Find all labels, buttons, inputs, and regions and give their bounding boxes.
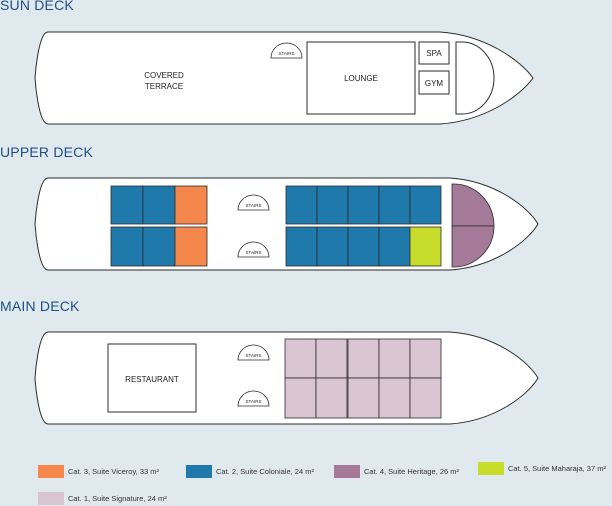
main-stairs-bottom: STAIRS (237, 390, 270, 407)
main-stairs-top: STAIRS (237, 344, 270, 361)
legend-swatch-coloniale (186, 464, 212, 478)
legend-item-signature: Cat. 1, Suite Signature, 24 m² (38, 491, 167, 505)
cabin-main-1-4[interactable] (409, 377, 442, 419)
sun-deck: COVERED TERRACE STAIRS LOUNGE SPA GYM (34, 31, 534, 125)
covered-terrace-label-2: TERRACE (145, 82, 183, 91)
covered-terrace-label-1: COVERED (144, 71, 184, 80)
cabin-upper-right-1-3[interactable] (378, 226, 411, 267)
upper-stairs-bottom-label: STAIRS (246, 250, 262, 255)
bow-area (455, 41, 495, 115)
cabin-upper-right-0-4[interactable] (409, 185, 442, 225)
cabin-heritage-bottom[interactable] (451, 225, 495, 268)
lounge-room (306, 41, 416, 115)
cabin-upper-left-0-1[interactable] (142, 185, 176, 225)
legend-item-heritage: Cat. 4, Suite Heritage, 26 m² (334, 464, 459, 478)
cabin-upper-left-0-2[interactable] (174, 185, 208, 225)
upper-stairs-top-label: STAIRS (246, 203, 262, 208)
cabin-upper-right-0-2[interactable] (347, 185, 380, 225)
cabin-main-1-1[interactable] (315, 377, 348, 419)
cabin-main-1-2[interactable] (347, 377, 380, 419)
cabin-upper-right-1-0[interactable] (285, 226, 318, 267)
spa-label: SPA (426, 49, 442, 58)
upper-deck: STAIRS STAIRS (34, 177, 539, 271)
cabin-upper-right-1-4[interactable] (409, 226, 442, 267)
legend-item-viceroy: Cat. 3, Suite Viceroy, 33 m² (38, 464, 159, 478)
legend-label-signature: Cat. 1, Suite Signature, 24 m² (68, 493, 167, 503)
restaurant-room (107, 343, 197, 413)
lounge-label: LOUNGE (344, 74, 378, 83)
cabin-upper-right-0-0[interactable] (285, 185, 318, 225)
legend-item-maharaja: Cat. 5, Suite Maharaja, 37 m² (478, 461, 606, 475)
cabin-upper-right-0-3[interactable] (378, 185, 411, 225)
main-deck-title: MAIN DECK (0, 298, 80, 314)
sun-stairs-label: STAIRS (279, 51, 295, 56)
restaurant-label: RESTAURANT (125, 375, 179, 384)
cabin-main-0-2[interactable] (347, 338, 380, 379)
main-stairs-bottom-label: STAIRS (246, 399, 262, 404)
cabin-main-1-3[interactable] (378, 377, 411, 419)
sun-deck-title: SUN DECK (0, 0, 74, 13)
stairs-icon (237, 194, 270, 211)
legend-label-viceroy: Cat. 3, Suite Viceroy, 33 m² (68, 466, 160, 476)
upper-deck-title: UPPER DECK (0, 144, 94, 160)
cabin-upper-left-1-0[interactable] (110, 226, 144, 267)
upper-stairs-bottom: STAIRS (237, 241, 270, 258)
spa-room (418, 41, 450, 65)
stairs-icon (237, 241, 270, 258)
legend-label-heritage: Cat. 4, Suite Heritage, 26 m² (364, 466, 460, 476)
legend-swatch-viceroy (38, 464, 64, 478)
cabin-upper-right-1-2[interactable] (347, 226, 380, 267)
gym-label: GYM (425, 79, 444, 88)
cabin-upper-left-1-1[interactable] (142, 226, 176, 267)
stairs-icon (237, 344, 270, 361)
gym-room (418, 70, 450, 95)
cabin-main-1-0[interactable] (284, 377, 317, 419)
legend-swatch-signature (38, 491, 64, 505)
cabin-main-0-4[interactable] (409, 338, 442, 379)
stairs-icon (237, 390, 270, 407)
upper-stairs-top: STAIRS (237, 194, 270, 211)
legend-label-coloniale: Cat. 2, Suite Coloniale, 24 m² (216, 466, 314, 476)
sun-stairs: STAIRS (270, 42, 303, 59)
main-deck: RESTAURANT STAIRS STAIRS (34, 331, 539, 425)
cabin-upper-left-1-2[interactable] (174, 226, 208, 267)
upper-cabins (110, 183, 495, 268)
cabin-main-0-3[interactable] (378, 338, 411, 379)
cabin-upper-right-0-1[interactable] (316, 185, 349, 225)
cabin-main-0-1[interactable] (315, 338, 348, 379)
main-stairs-top-label: STAIRS (246, 353, 262, 358)
main-cabins (284, 338, 442, 419)
legend-item-coloniale: Cat. 2, Suite Coloniale, 24 m² (186, 464, 314, 478)
cabin-upper-left-0-0[interactable] (110, 185, 144, 225)
legend-swatch-heritage (334, 464, 360, 478)
cabin-main-0-0[interactable] (284, 338, 317, 379)
legend-swatch-maharaja (478, 461, 504, 475)
legend-label-maharaja: Cat. 5, Suite Maharaja, 37 m² (508, 463, 606, 473)
cabin-upper-right-1-1[interactable] (316, 226, 349, 267)
stairs-icon (270, 42, 303, 59)
